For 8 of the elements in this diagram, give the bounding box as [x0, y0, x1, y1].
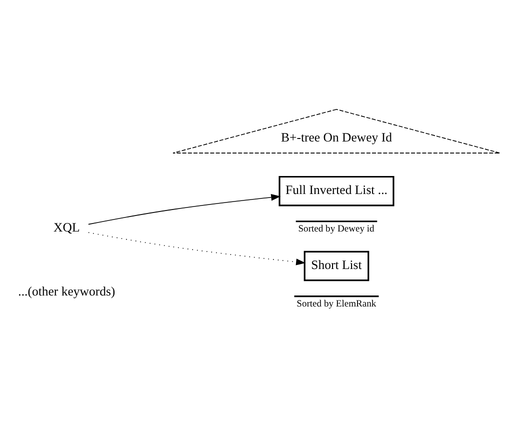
- arrow: [88, 232, 306, 266]
- node-label: Sorted by ElemRank: [296, 298, 376, 310]
- node-label: Sorted by Dewey id: [298, 223, 374, 234]
- node-box: Short List: [304, 250, 370, 282]
- node-text: XQL: [54, 220, 80, 235]
- arrow: [88, 194, 281, 225]
- node-box: Full Inverted List ...: [278, 176, 394, 206]
- label: ...(other keywords): [18, 284, 116, 298]
